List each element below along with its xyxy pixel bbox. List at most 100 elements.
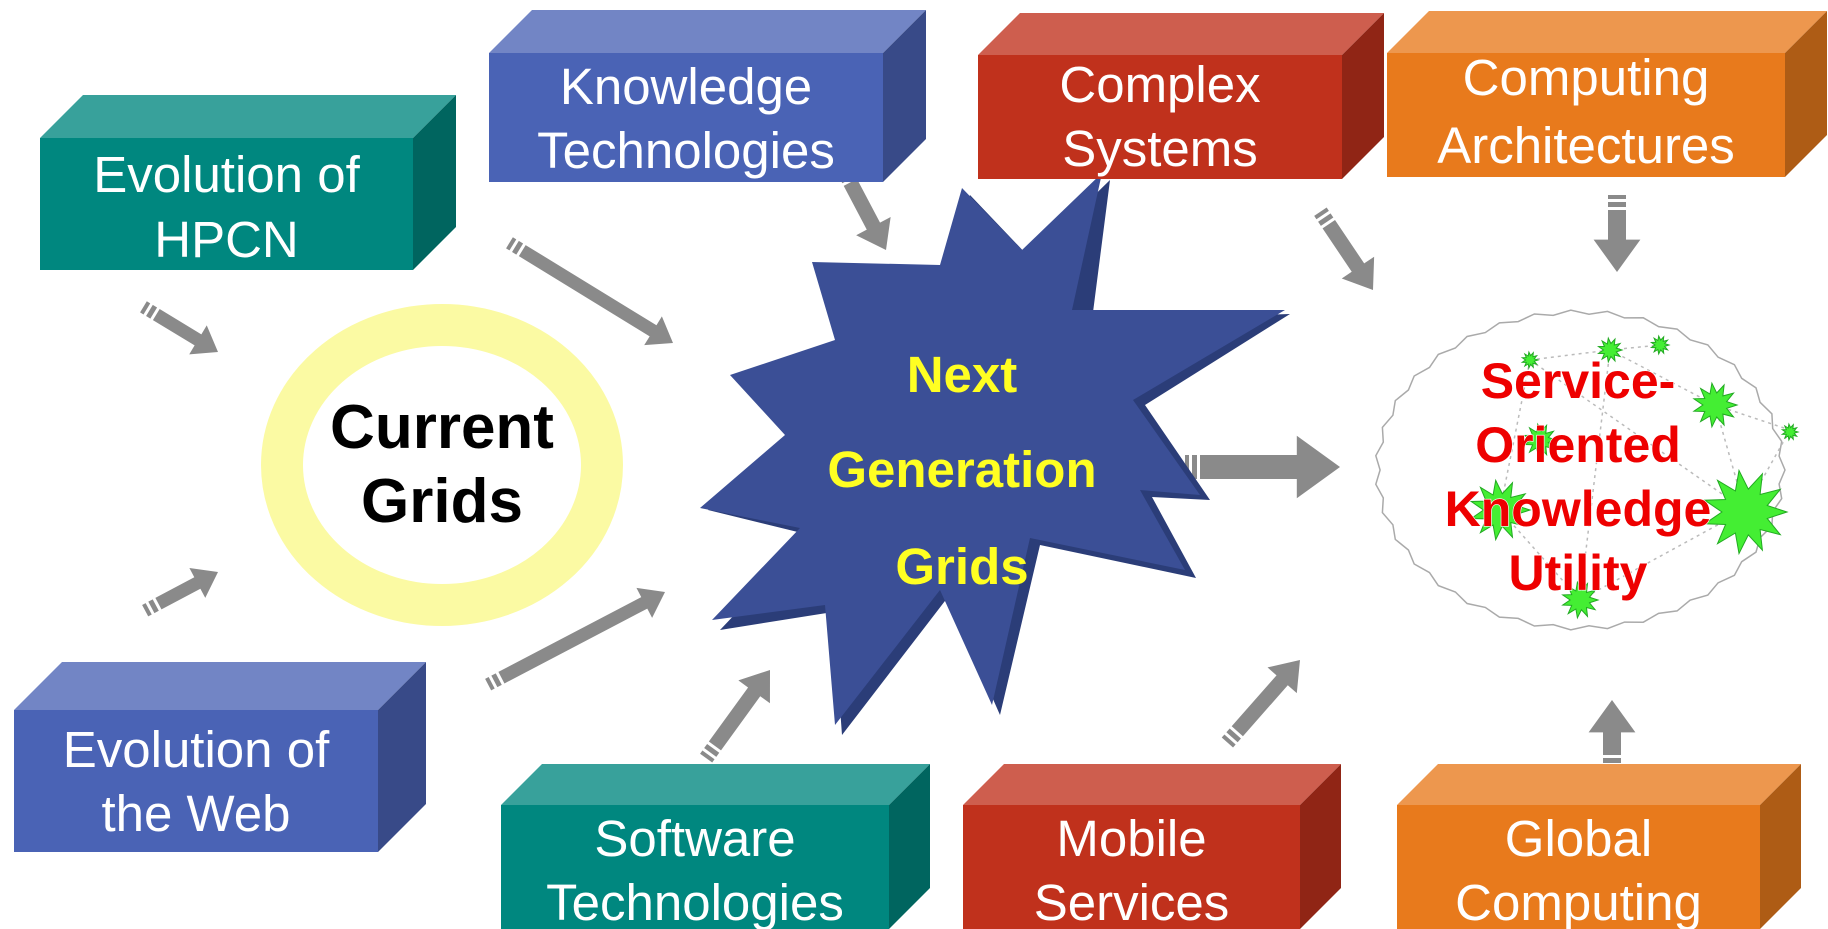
arrows (140, 165, 1641, 770)
knowledge-utility-label-line1: Service- (1481, 353, 1676, 409)
mobile-label-line2: Services (1034, 874, 1230, 929)
global-to-utility-arrow-tail-2 (1603, 758, 1621, 763)
web-box-front (14, 710, 378, 852)
computing-label-line2: Architectures (1437, 117, 1735, 174)
hpcn-box: Evolution of HPCN (40, 95, 456, 270)
next-generation-grids-node: Next Generation Grids (700, 173, 1290, 735)
knowledge-node-6 (1469, 478, 1532, 542)
next-to-utility-arrow-tail-2 (1192, 455, 1197, 479)
next-to-utility-arrow (1185, 435, 1340, 499)
knowledge-node-5 (1703, 468, 1789, 556)
hpcn-to-next-arrow-tail-2 (512, 240, 524, 255)
global-label-line2: Computing (1455, 874, 1702, 929)
knowledge-box-side (883, 10, 926, 182)
hpcn-to-current-arrow-body (152, 309, 218, 355)
mobile-to-utility-arrow-body (1231, 660, 1300, 737)
complex-box-side (1342, 13, 1384, 179)
web-to-next-arrow (485, 587, 665, 691)
knowledge-node-9 (1523, 422, 1558, 458)
knowledge-utility-label-line4: Utility (1509, 545, 1648, 601)
software-label-line2: Technologies (546, 874, 844, 929)
hpcn-to-next-arrow-tail-1 (506, 237, 517, 251)
software-to-next-arrow (700, 670, 770, 763)
mobile-to-utility-arrow-tail-2 (1226, 728, 1241, 743)
hpcn-label-line1: Evolution of (93, 146, 360, 203)
computing-to-utility-arrow-body (1593, 210, 1641, 272)
mobile-box-side (1300, 764, 1341, 929)
web-to-next-arrow-body (498, 587, 665, 684)
hpcn-to-current-arrow-tail-1 (140, 301, 151, 315)
service-oriented-knowledge-utility-node: Service- Oriented Knowledge Utility (1374, 309, 1800, 631)
complex-box-top (978, 13, 1384, 55)
knowledge-node-1 (1596, 336, 1624, 364)
complex-to-utility-arrow-tail-2 (1318, 213, 1334, 226)
global-to-utility-arrow-body (1588, 700, 1636, 755)
mobile-to-utility-arrow-tail-1 (1221, 734, 1236, 748)
complex-to-utility-arrow-body (1322, 219, 1375, 290)
influence-boxes: Evolution ofHPCNKnowledgeTechnologiesCom… (14, 10, 1827, 929)
computing-box-top (1387, 11, 1827, 53)
current-grids-node: Current Grids (261, 304, 623, 626)
global-box-side (1760, 764, 1801, 929)
global-box-top (1397, 764, 1801, 805)
software-to-next-arrow-tail-1 (700, 750, 715, 763)
hpcn-to-next-arrow (506, 237, 673, 346)
complex-to-utility-arrow-tail-1 (1314, 207, 1329, 220)
mobile-box-front (963, 805, 1300, 929)
knowledge-node-8 (1780, 422, 1800, 442)
mobile-box-top (963, 764, 1341, 805)
complex-to-utility-arrow (1314, 207, 1375, 290)
next-generation-label-line1: Next (907, 346, 1018, 403)
software-label-line1: Software (594, 810, 795, 867)
next-generation-label-line2: Generation (827, 441, 1096, 498)
current-grids-label-line2: Grids (361, 467, 523, 536)
global-box-front (1397, 805, 1760, 929)
web-to-current-arrow-tail-2 (148, 599, 159, 614)
global-to-utility-arrow (1588, 700, 1636, 770)
software-box-top (501, 764, 930, 805)
web-label-line2: the Web (101, 785, 290, 842)
knowledge-to-next-arrow-body (843, 178, 891, 250)
hpcn-box-front (40, 138, 413, 270)
complex-label-line1: Complex (1059, 56, 1260, 113)
software-box-front (501, 805, 889, 929)
software-box-side (889, 764, 930, 929)
web-label-line1: Evolution of (63, 721, 330, 778)
global-label-line1: Global (1505, 810, 1652, 867)
web-box: Evolution of the Web (14, 662, 426, 852)
computing-box-front (1387, 53, 1785, 177)
knowledge-box-front (489, 53, 883, 182)
web-box-top (14, 662, 426, 710)
knowledge-label-line1: Knowledge (560, 58, 812, 115)
hpcn-label-line2: HPCN (154, 211, 299, 268)
knowledge-node-4 (1692, 381, 1739, 429)
complex-label-line2: Systems (1062, 120, 1258, 177)
mobile-to-utility-arrow (1221, 660, 1300, 748)
current-grids-ring (261, 304, 623, 626)
knowledge-utility-cloud (1374, 309, 1786, 631)
web-to-current-arrow-tail-1 (142, 603, 152, 617)
web-box-side (378, 662, 426, 852)
knowledge-box-top (489, 10, 926, 53)
knowledge-node-7 (1561, 580, 1600, 620)
computing-to-utility-arrow-tail-1 (1608, 195, 1626, 199)
computing-box-side (1785, 11, 1827, 177)
complex-box-front (978, 55, 1342, 179)
knowledge-node-2 (1649, 334, 1671, 356)
knowledge-utility-nodes (1469, 334, 1800, 620)
next-to-utility-arrow-body (1200, 435, 1340, 499)
hpcn-to-current-arrow-tail-2 (146, 304, 158, 319)
hpcn-box-top (40, 95, 456, 138)
web-to-next-arrow-tail-2 (491, 673, 502, 688)
software-to-next-arrow-body (708, 670, 770, 751)
web-to-current-arrow-body (155, 568, 218, 610)
mobile-label-line1: Mobile (1056, 810, 1206, 867)
current-grids-label-line1: Current (330, 393, 554, 462)
next-generation-label-line3: Grids (895, 538, 1028, 595)
